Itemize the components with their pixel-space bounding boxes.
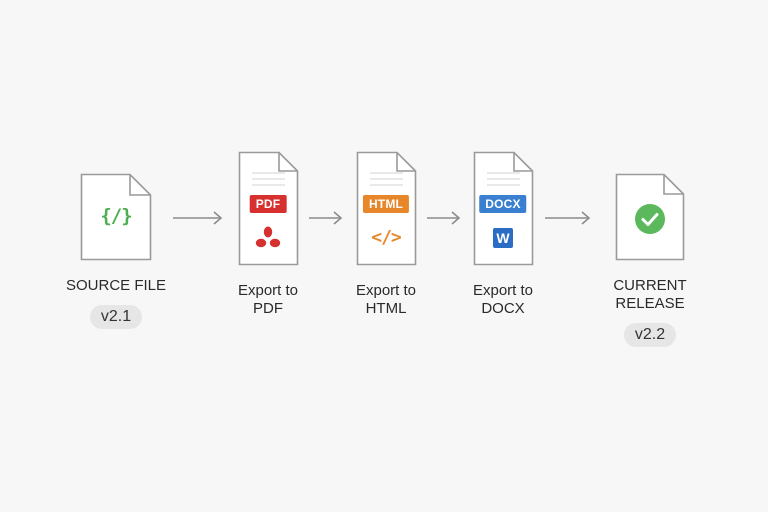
code-brackets-icon: {/} [100,205,132,227]
checkmark-circle-icon [634,203,666,235]
current-release-label: CURRENT RELEASE [613,277,687,312]
pdf-document: PDF [238,151,299,266]
arrow-right-icon [545,211,591,225]
release-document [615,173,685,261]
document-outline-icon [80,173,152,261]
word-doc-icon: W [493,228,513,248]
export-pdf-stage: PDF Export to PDF [208,151,328,318]
pdf-format-tag: PDF [249,195,287,213]
arrow-right-icon [427,211,461,225]
export-html-stage: HTML </> Export to HTML [326,151,446,318]
source-file-stage: {/} SOURCE FILE v2.1 [56,173,176,329]
docx-format-tag: DOCX [479,195,527,213]
source-file-label: SOURCE FILE [65,277,167,294]
export-docx-stage: DOCX W Export to DOCX [443,151,563,318]
release-version-badge: v2.2 [623,323,677,347]
html-format-tag: HTML [362,195,410,213]
arrow-right-icon [173,211,223,225]
source-version-badge: v2.1 [89,305,143,329]
export-html-label: Export to HTML [355,282,417,317]
export-pdf-label: Export to PDF [237,282,299,317]
export-docx-label: Export to DOCX [472,282,534,317]
arrow-right-icon [309,211,343,225]
code-tag-icon: </> [371,227,401,248]
docx-document: DOCX W [473,151,534,266]
html-document: HTML </> [356,151,417,266]
source-file-document: {/} [80,173,152,261]
acrobat-pdf-icon [255,225,281,249]
current-release-stage: CURRENT RELEASE v2.2 [590,173,710,347]
